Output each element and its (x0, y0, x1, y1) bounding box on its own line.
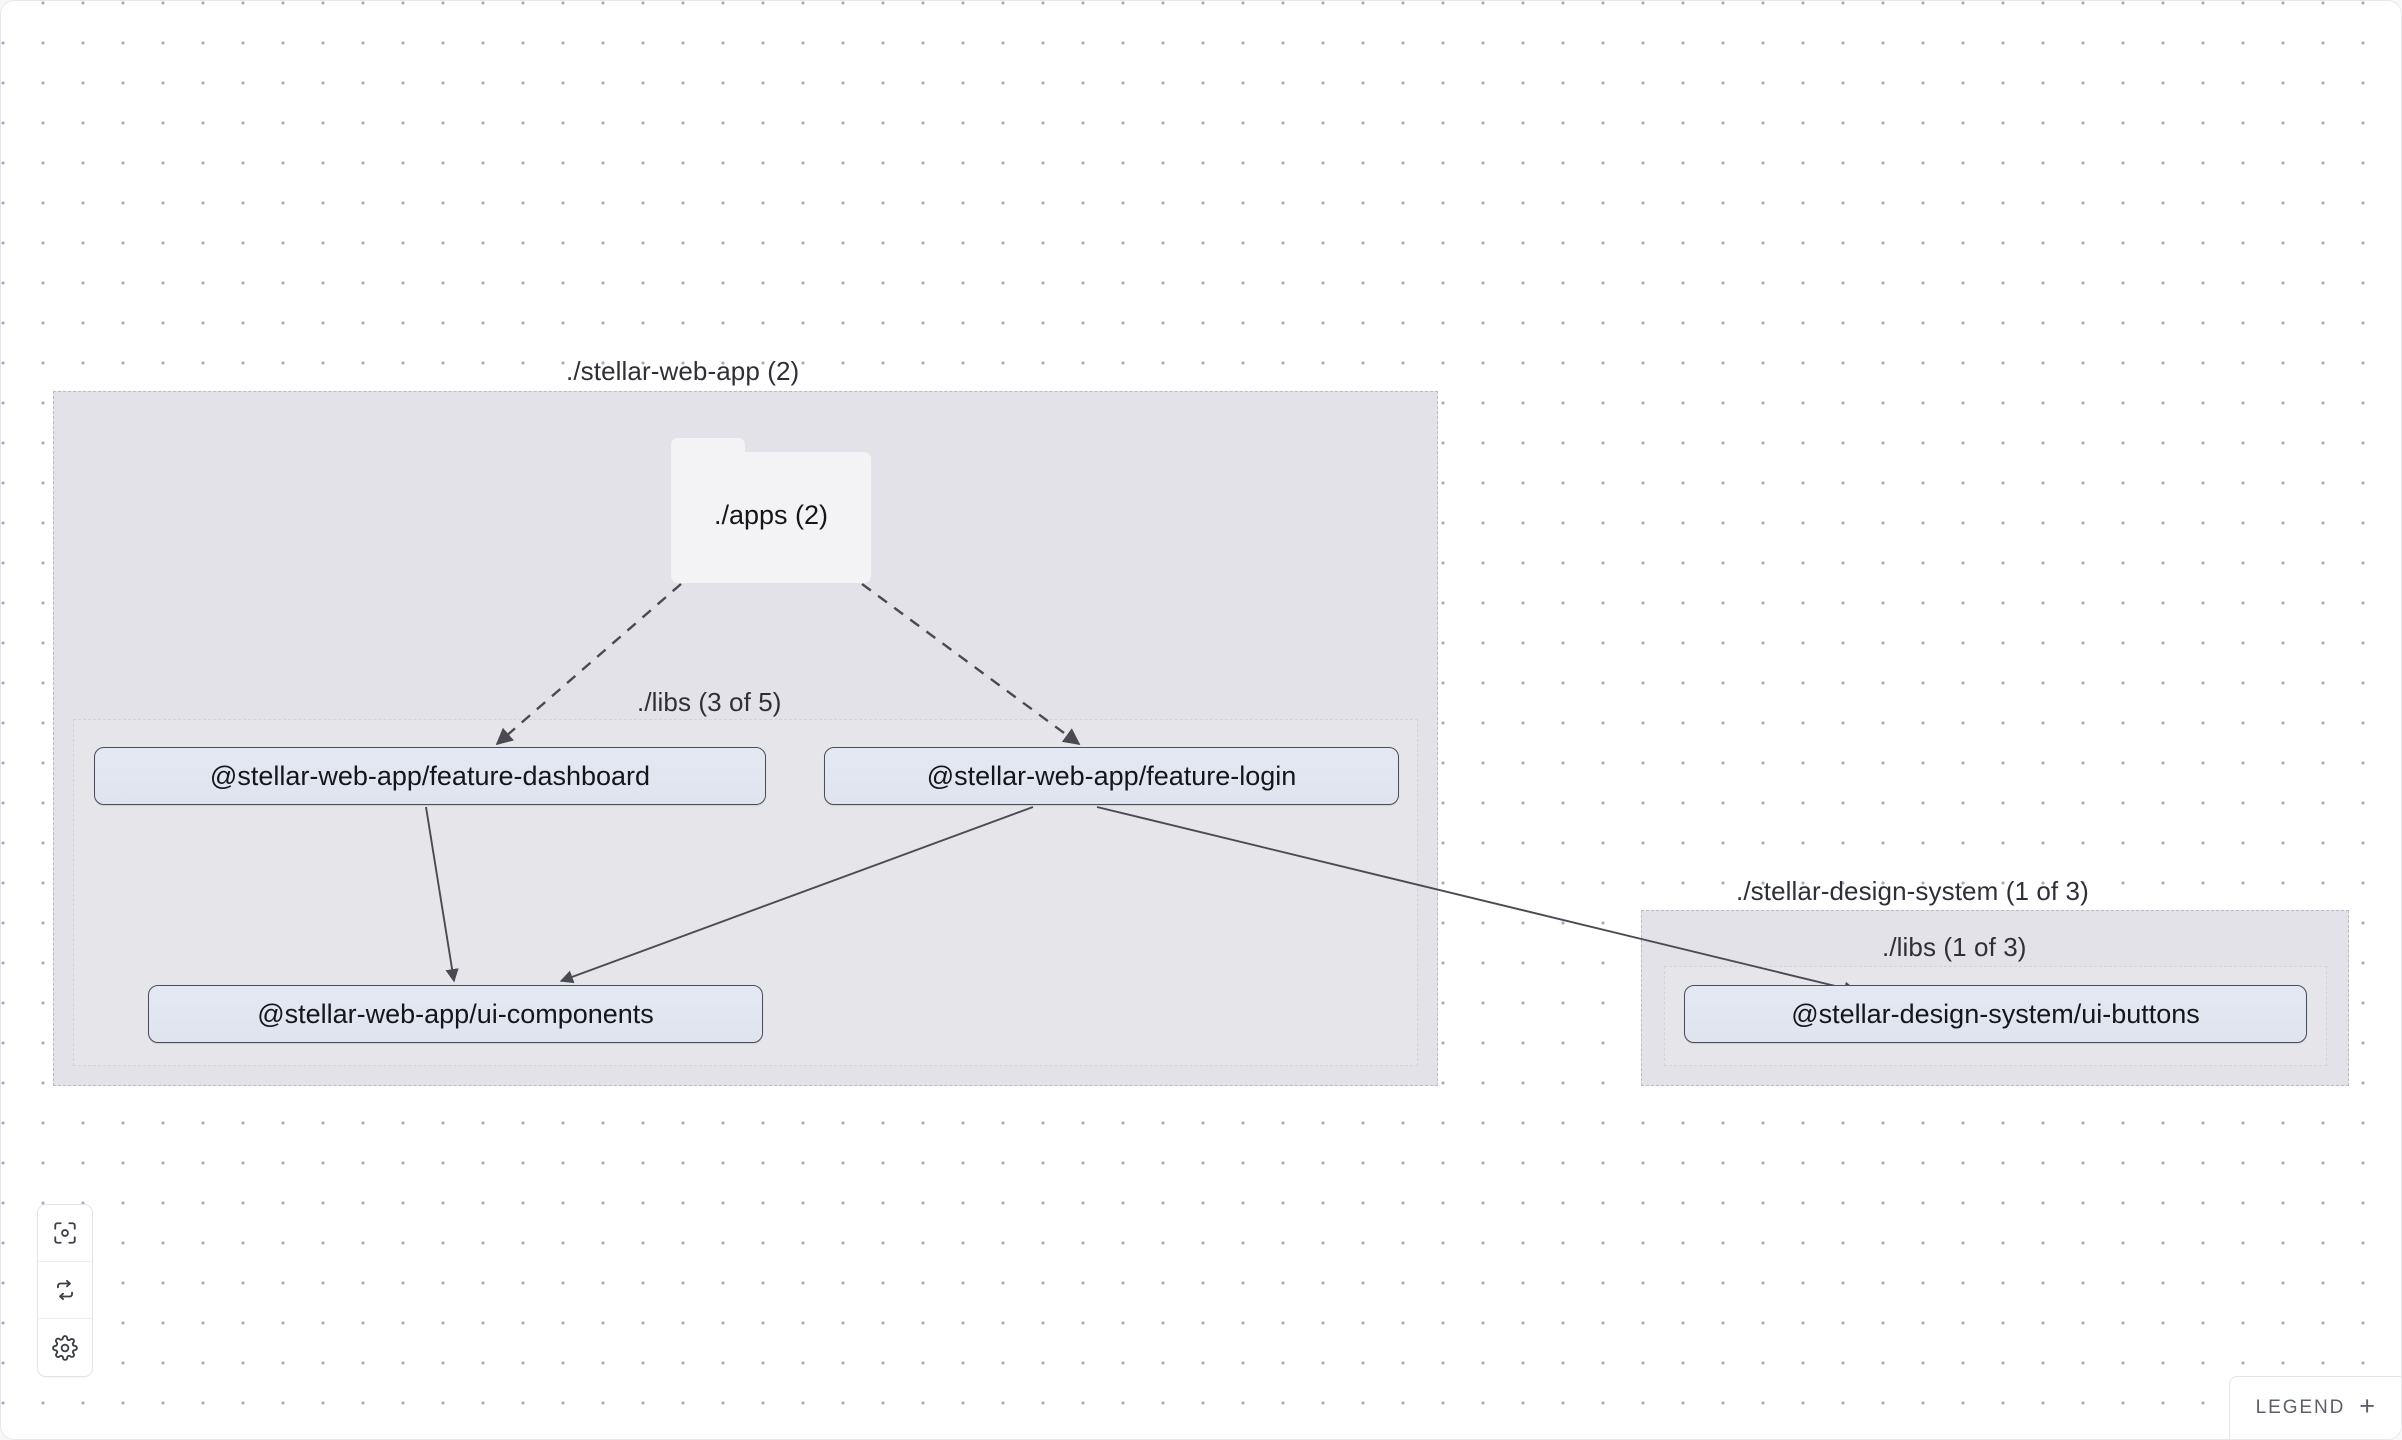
focus-graph-button[interactable] (38, 1205, 92, 1262)
legend-label: LEGEND (2255, 1397, 2346, 1418)
group-label-stellar-design-system: ./stellar-design-system (1 of 3) (1736, 876, 2089, 906)
legend-panel[interactable]: LEGEND + (2228, 1376, 2401, 1439)
settings-button[interactable] (38, 1319, 92, 1376)
folder-body: ./apps (2) (671, 452, 871, 583)
project-node-ui-components[interactable]: @stellar-web-app/ui-components (148, 985, 763, 1043)
canvas-controls[interactable] (37, 1204, 93, 1377)
refresh-button[interactable] (38, 1262, 92, 1319)
project-node-feature-login[interactable]: @stellar-web-app/feature-login (824, 747, 1399, 805)
group-label-stellar-web-app: ./stellar-web-app (2) (566, 356, 800, 386)
project-node-feature-dashboard[interactable]: @stellar-web-app/feature-dashboard (94, 747, 766, 805)
plus-icon[interactable]: + (2359, 1390, 2375, 1421)
gear-icon (52, 1334, 78, 1361)
focus-target-icon (52, 1220, 78, 1246)
project-node-ui-buttons[interactable]: @stellar-design-system/ui-buttons (1684, 985, 2307, 1043)
folder-label: ./apps (2) (713, 500, 829, 530)
group-label-stellar-web-app-libs: ./libs (3 of 5) (637, 687, 782, 717)
refresh-loop-icon (52, 1277, 78, 1303)
group-label-stellar-design-system-libs: ./libs (1 of 3) (1882, 932, 2027, 962)
folder-node-apps[interactable]: ./apps (2) (671, 438, 871, 583)
